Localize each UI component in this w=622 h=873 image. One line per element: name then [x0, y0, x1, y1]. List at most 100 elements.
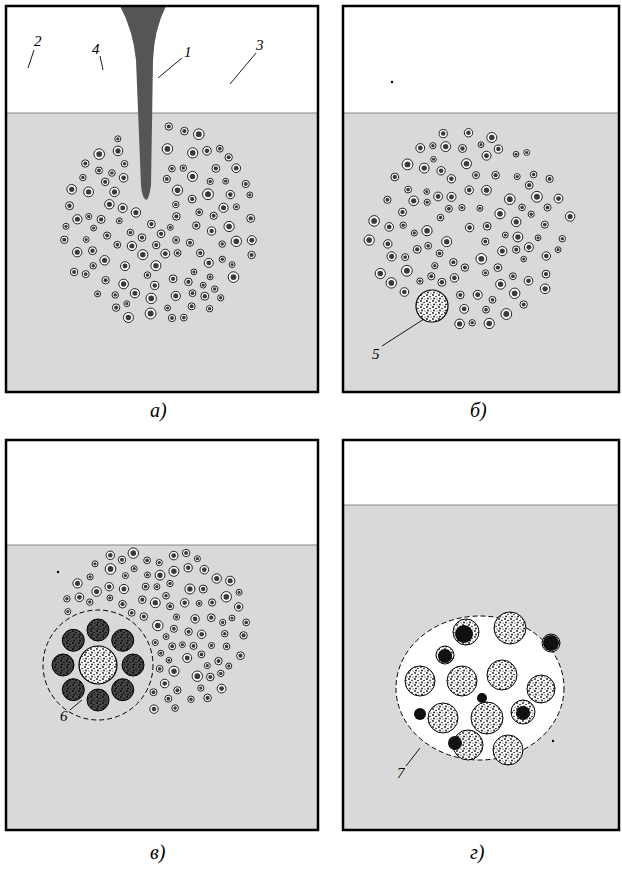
particle	[247, 236, 256, 245]
particle-core	[107, 584, 112, 589]
particle-core	[162, 681, 167, 686]
particle	[193, 222, 200, 229]
dense-aggregate	[438, 649, 452, 663]
particle-core	[216, 659, 220, 663]
particle	[188, 303, 195, 310]
particle-core	[157, 573, 162, 578]
particle	[240, 632, 247, 639]
particle-core	[548, 177, 552, 181]
particle	[186, 239, 193, 246]
particle	[513, 246, 520, 253]
aggregate-shade	[122, 654, 144, 676]
particle-core	[188, 241, 192, 245]
particle-core	[192, 270, 195, 273]
particle	[482, 238, 489, 245]
particle	[477, 205, 483, 211]
particle	[460, 305, 469, 314]
particle	[432, 263, 438, 269]
particle	[524, 277, 533, 286]
particle	[215, 657, 222, 664]
particle	[170, 625, 177, 632]
particle	[513, 151, 519, 157]
particle-core	[438, 251, 442, 255]
particle-core	[248, 193, 251, 196]
particle-core	[170, 644, 174, 648]
particle-core	[525, 151, 528, 154]
particle-core	[543, 223, 547, 227]
particle	[150, 705, 158, 713]
particle-core	[418, 146, 423, 151]
particle	[73, 579, 82, 588]
particle	[119, 279, 129, 289]
aggregate	[62, 629, 84, 651]
particle-core	[75, 581, 80, 586]
particle-core	[175, 615, 178, 618]
particle-core	[208, 307, 212, 311]
particle-core	[110, 171, 114, 175]
particle	[208, 227, 216, 235]
particle-core	[190, 174, 196, 180]
particle-core	[467, 188, 472, 193]
particle	[457, 291, 465, 299]
particle	[201, 292, 209, 300]
particle-core	[115, 148, 120, 153]
particle-core	[108, 596, 111, 599]
dense-aggregate	[516, 706, 530, 720]
particle	[206, 306, 212, 312]
particle-core	[203, 294, 207, 298]
particle	[107, 595, 113, 601]
particle	[153, 241, 160, 248]
particle	[82, 160, 89, 167]
aggregate	[112, 629, 134, 651]
particle-core	[486, 321, 492, 327]
particle-core	[449, 194, 454, 199]
particle-core	[568, 214, 573, 219]
particle	[478, 142, 484, 148]
particle	[116, 218, 122, 224]
particle-core	[149, 222, 153, 226]
particle-core	[152, 283, 157, 288]
panel-label: б)	[470, 400, 487, 420]
particle	[174, 687, 181, 694]
particle	[369, 216, 380, 227]
particle	[226, 663, 232, 669]
particle	[437, 214, 444, 221]
particle	[119, 174, 128, 183]
particle	[181, 599, 189, 607]
particle-core	[441, 131, 446, 136]
callout-number: 3	[256, 38, 264, 53]
aggregate	[122, 654, 144, 676]
particle-core	[249, 238, 254, 243]
particle	[192, 671, 202, 681]
particle	[512, 217, 521, 226]
particle-core	[402, 290, 407, 295]
particle	[153, 620, 163, 630]
particle-core	[192, 644, 196, 648]
particle-core	[129, 243, 134, 248]
particle	[165, 695, 172, 702]
particle-core	[75, 250, 80, 255]
particle	[462, 159, 472, 169]
particle-core	[97, 169, 101, 173]
particle	[200, 282, 206, 288]
particle	[528, 211, 534, 217]
particle-core	[146, 273, 150, 277]
particle-core	[187, 586, 193, 592]
particle	[161, 249, 170, 258]
particle	[441, 142, 451, 152]
particle	[66, 202, 74, 210]
particle	[73, 215, 82, 224]
particle-core	[507, 196, 513, 202]
particle	[148, 220, 156, 228]
particle-core	[171, 553, 176, 558]
particle-core	[433, 264, 436, 267]
particle	[188, 148, 198, 158]
particle-core	[436, 194, 441, 199]
particle	[180, 314, 187, 321]
particle	[416, 144, 425, 153]
particle-core	[120, 558, 124, 562]
particle	[154, 584, 160, 590]
particle-core	[209, 229, 214, 234]
particle	[542, 252, 550, 260]
particle	[169, 566, 179, 576]
